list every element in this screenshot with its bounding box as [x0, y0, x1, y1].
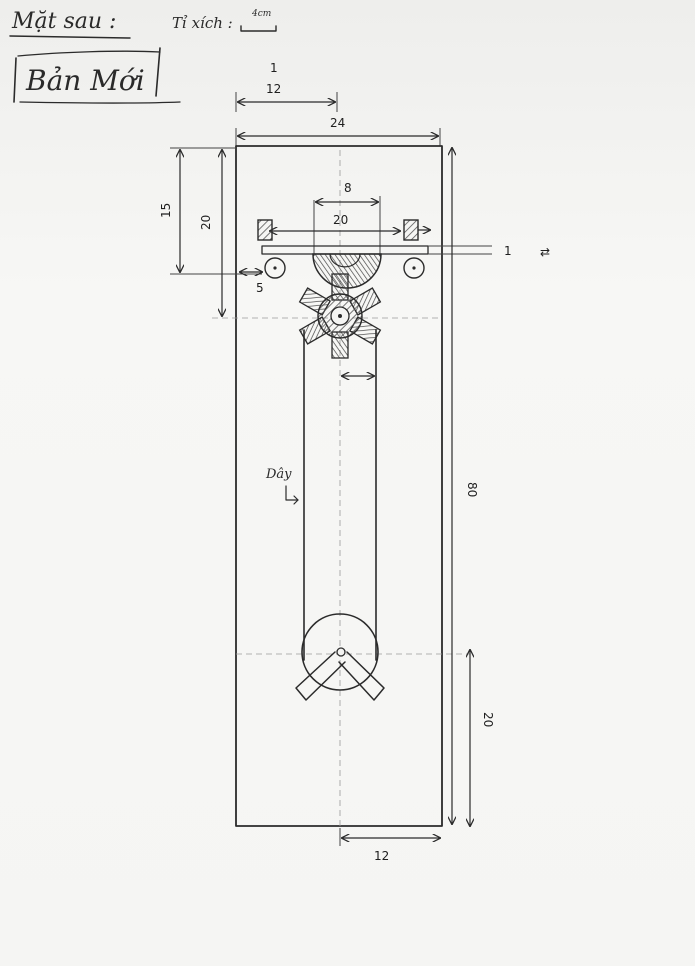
- title-box-right: [155, 47, 161, 97]
- dim-20-upper-label: 20: [199, 215, 213, 230]
- dim-80-label: 80: [465, 482, 479, 497]
- rail-block-left: [257, 219, 273, 241]
- rail-thickness-label: 1: [504, 244, 512, 258]
- tick-mark-label: 1: [270, 61, 278, 75]
- rail-block-right: [403, 219, 419, 241]
- title-box-bottom: [19, 101, 181, 104]
- bottom-pulley-hub: [336, 647, 346, 657]
- scale-label: Tỉ xích :: [172, 14, 233, 32]
- dim-24-label: 24: [330, 116, 345, 130]
- title-box-text: Bản Mới: [25, 64, 145, 97]
- dim-5-label: 5: [256, 281, 264, 295]
- belt-label-arrow: [285, 485, 299, 501]
- view-label: Mặt sau :: [11, 9, 116, 34]
- dim-20-rail-label: 20: [333, 213, 348, 227]
- half-gear-inner-arc: [329, 253, 361, 268]
- scale-value: 4cm: [251, 9, 271, 19]
- pin-left: [264, 257, 286, 279]
- belt-label-arrowhead: [293, 495, 299, 505]
- dim-12-top-label: 12: [266, 82, 281, 96]
- pin-left-center: [273, 266, 277, 270]
- scale-bar: [240, 25, 277, 32]
- pin-right: [403, 257, 425, 279]
- half-gear: [312, 253, 382, 289]
- motion-arrow: ⇄: [540, 245, 550, 259]
- pin-right-center: [412, 266, 416, 270]
- title-box-top: [17, 50, 161, 57]
- dim-20-lower-label: 20: [481, 712, 495, 727]
- slider-rail: [261, 245, 429, 255]
- view-underline: [9, 35, 131, 39]
- back-plate: [235, 145, 443, 827]
- bottom-pulley: [301, 613, 379, 691]
- pulley-crank-arms: [295, 651, 385, 701]
- dim-8-label: 8: [344, 181, 352, 195]
- dim-15-label: 15: [159, 203, 173, 218]
- belt-label: Dây: [265, 467, 292, 482]
- dim-12-bottom-label: 12: [374, 849, 389, 863]
- drive-gear: [298, 273, 382, 359]
- title-box-left: [13, 57, 17, 103]
